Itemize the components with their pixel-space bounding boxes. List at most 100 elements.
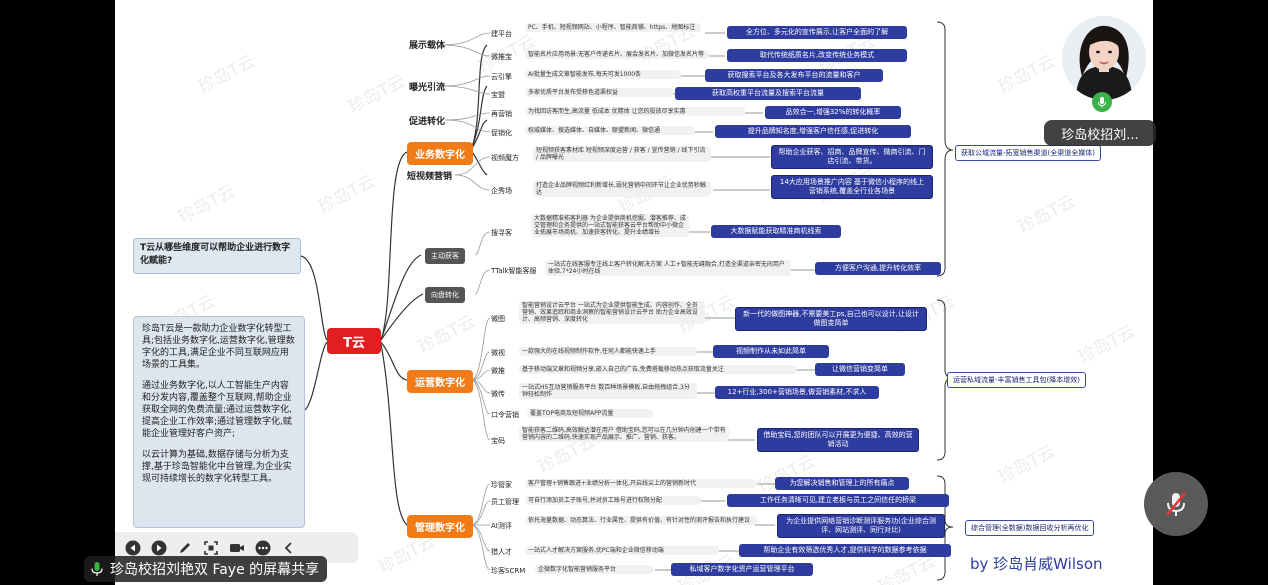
item-name: 云引擎: [491, 73, 512, 81]
item-name: 微视: [491, 349, 505, 357]
item-benefit: 为您解决销售和管理上的所有痛点: [775, 477, 909, 490]
item-benefit: 全方位、多元化的宣传展示,让客户全面的了解: [727, 26, 907, 39]
microphone-icon: [91, 562, 103, 576]
item-desc: 可自行添加员工子账号,并对员工账号进行权限分配: [525, 496, 701, 505]
mic-muted-icon: [1166, 492, 1186, 516]
mute-button[interactable]: [1144, 472, 1208, 536]
category-exposure: 曝光引流: [409, 83, 446, 93]
item-desc: 一站式H5互动营销服务平台 数百种场景模板,自由拖拽组合,3分钟轻松制作: [519, 383, 697, 399]
item-benefit: 获取搜索平台及各大发布平台的流量和客户: [705, 69, 883, 82]
item-benefit: 方便客户沟通,提升转化效率: [815, 262, 941, 275]
item-benefit: 提升品牌知名度,增强客户信任感,促进转化: [715, 125, 911, 138]
item-desc: 一站式人才解决方案服务,优PC端和企业微信移动端: [525, 546, 719, 555]
item-desc: 一站式在线客服专注线上客户转化解决方案 人工+智能无缝融合,打造全渠道亲密无间用…: [545, 260, 791, 276]
shared-screen: 珍岛T云珍岛T云珍岛T云珍岛T云珍岛T云珍岛T云珍岛T云珍岛T云珍岛T云珍岛T云…: [115, 0, 1153, 585]
video-camera-icon: [230, 543, 244, 552]
item-benefit: 帮助企业获客、招商、品牌宣传、微商引流、门店引流、带货。: [771, 145, 933, 169]
intro-paragraph-1: 珍岛T云是一款助力企业数字化转型工具;包括业务数字化,运营数字化,管理数字化的工…: [142, 324, 295, 370]
item-name: TTalk智能客服: [491, 267, 537, 275]
item-desc: 客户管理+销售跟进+业绩分析一体化,开启线尖上的营销新时代: [525, 479, 757, 488]
next-page-button[interactable]: [151, 540, 167, 556]
item-desc: AI批量生成文章智能发布,每天可发1000条: [525, 70, 681, 79]
presenter-name: 珍岛校招刘...: [1044, 120, 1156, 146]
summary-operation: 运营私域流量-丰富销售工具包(降本增效): [947, 372, 1086, 388]
item-desc: 短视频获客素材库 短视频深度运营 / 获客 / 宣传营销 / 线下引流 / 品牌…: [533, 146, 711, 162]
screen-share-label: 珍岛校招刘艳双 Faye 的屏幕共享: [110, 562, 320, 578]
question-box: T云从哪些维度可以帮助企业进行数字化赋能?: [133, 238, 301, 274]
play-back-icon: [125, 540, 141, 555]
summary-management: 综合管理(全数据)数据回收分析再优化: [965, 520, 1095, 536]
item-name: 搜寻客: [491, 229, 512, 237]
item-benefit: 取代传统纸质名片,改变传统业务模式: [727, 49, 907, 62]
prev-page-button[interactable]: [125, 540, 141, 556]
category-showcase: 展示载体: [409, 41, 446, 51]
item-name: 微传: [491, 390, 505, 398]
chevron-left-icon: [284, 541, 292, 554]
item-benefit: 私域客户数字化资产运营管理平台: [671, 563, 813, 576]
play-forward-icon: [151, 540, 167, 555]
item-benefit: 视频制作从未如此简单: [713, 345, 829, 358]
item-desc: 权威媒体、搜选媒体、自媒体、联盟新闻、微信通: [525, 126, 695, 135]
category-short-video: 短视频营销: [407, 172, 453, 182]
branch-operation: 运营数字化: [407, 370, 473, 393]
camera-button[interactable]: [229, 540, 245, 556]
branch-management: 管理数字化: [407, 515, 473, 538]
summary-business: 获取公域流量-拓宽销售渠道(全渠道全媒体): [955, 145, 1101, 161]
item-name: 宝盟: [491, 91, 505, 99]
item-benefit: 12+行业,300+营销场景,做营销素材,不求人: [715, 386, 879, 399]
presenter-avatar[interactable]: [1062, 16, 1146, 100]
item-name: 微推: [491, 367, 505, 375]
item-desc: 企微数字化智能营销服务平台: [535, 565, 653, 574]
center-node: T云: [327, 328, 381, 354]
annotate-button[interactable]: [177, 540, 193, 556]
item-desc: 依托海量数据、动态算法、行业属性、提供有价值、有针对性的测评报告和执行建议: [525, 516, 757, 525]
item-name: 员工管理: [491, 498, 519, 506]
item-name: 视频魔方: [491, 154, 519, 162]
branch-business: 业务数字化: [407, 142, 473, 165]
item-benefit: 帮助企业有效筛选优秀人才,提供科学的数据参考依据: [739, 544, 951, 557]
item-name: 建平台: [491, 30, 512, 38]
item-benefit: 工作任务清晰可见,建立老板与员工之间信任的桥梁: [727, 494, 949, 507]
item-name: 再营销: [491, 110, 512, 118]
mic-on-icon: [1092, 92, 1112, 112]
item-benefit: 14大应用场景推广内容 基于微信小程序的线上营销系统,覆盖全行业各场景: [771, 175, 933, 199]
item-benefit: 获取高权重平台流量及搜索平台流量: [675, 87, 861, 100]
signature: by 珍岛肖威Wilson: [970, 555, 1103, 573]
branch-active-acquire: 主动获客: [425, 248, 465, 264]
item-benefit: 让微信营销变简单: [815, 363, 905, 376]
more-button[interactable]: [255, 540, 271, 556]
item-desc: 打造企业品牌视频红利新增长,弱化营销中间环节让企业优势秒触达: [533, 181, 711, 197]
item-name: 企秀场: [491, 187, 512, 195]
more-icon: [255, 540, 271, 555]
item-benefit: 大数据赋能获取精准商机线索: [711, 225, 841, 238]
collapse-toolbar-button[interactable]: [281, 540, 297, 556]
item-desc: 多家优质平台发布受移色道渠权益: [525, 88, 673, 97]
item-name: 珍管家: [491, 481, 512, 489]
item-desc: 一款强大的在线视频制作软件,任何人都能快速上手: [519, 347, 697, 356]
intro-box: 珍岛T云是一款助力企业数字化转型工具;包括业务数字化,运营数字化,管理数字化的工…: [133, 316, 305, 528]
item-name: 微推宝: [491, 53, 512, 61]
item-benefit: 借助宝码,您的团队可以开展更为便捷、高效的营销活动: [757, 428, 919, 452]
item-desc: 智能获客二维码,高效触达潜在用户 借助宝码,您可以在几分钟内创建一个带有营销内容…: [519, 426, 729, 442]
presenter-portrait: [1062, 16, 1146, 100]
item-desc: 为找回访客而生,高流量 低成本 优精体 让您的投放尽享实惠: [525, 107, 745, 116]
item-desc: 覆盖TOP电商及短视频APP流量: [527, 409, 653, 418]
category-conversion: 促进转化: [409, 117, 446, 127]
item-name: 微图: [491, 315, 505, 323]
item-desc: 智能营销设计云平台 一站式为企业提供智能生成、内容创作、全员营销、效果追踪和商业…: [519, 301, 705, 324]
item-name: 猎人才: [491, 548, 512, 556]
screenshot-button[interactable]: [203, 540, 219, 556]
item-benefit: 新一代的做图神器,不需要美工ps,自己也可以设计,让设计做图变简单: [735, 307, 927, 331]
item-name: 口令营销: [491, 411, 519, 419]
item-desc: 智能名片应用场景:无客户传递名片、展会发名片、加微信发名片等: [525, 50, 709, 59]
item-name: AI测评: [491, 522, 512, 530]
item-benefit: 品效合一,增强32%的转化概率: [765, 106, 901, 119]
item-benefit: 为企业提供网络营销诊断测评服务功(企业综合测评、网站测评、同行对比): [777, 514, 945, 538]
intro-paragraph-3: 以云计算为基础,数据存储与分析为支撑,基于珍岛智能化中台管理,为企业实现可持续增…: [142, 450, 292, 484]
item-desc: 基于移动端文章和视频分享,嵌入自己的广告,免费搭载移动热点获取流量关注: [519, 365, 797, 374]
intro-paragraph-2: 通过业务数字化,以人工智能生产内容和分发内容,覆盖整个互联网,帮助企业获取全网的…: [142, 381, 292, 439]
item-name: 宝码: [491, 437, 505, 445]
item-desc: PC、手机、短视频网站、小程序、智能商铺、https、地图标注: [525, 23, 701, 32]
item-desc: 大数据精准拓客利器 为企业提供商机挖掘、潜客推荐、成交管理和企务提供的一站式智能…: [531, 214, 689, 237]
item-name: 促销化: [491, 129, 512, 137]
